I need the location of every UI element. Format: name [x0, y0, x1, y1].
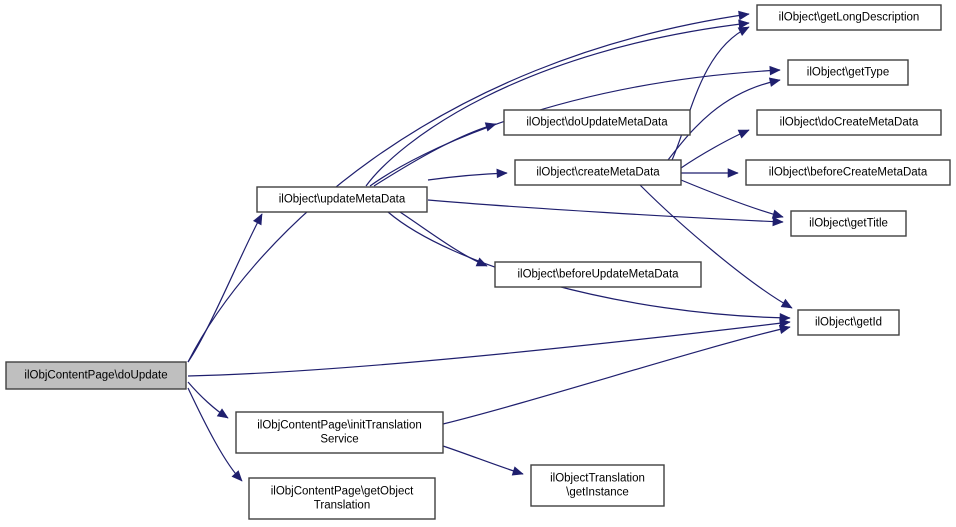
- edge-createMetaData-to-getLongDescription: [671, 26, 750, 161]
- arrow-head-icon: [231, 470, 243, 482]
- arrow-head-icon: [511, 466, 524, 476]
- arrow-head-icon: [252, 213, 263, 226]
- node-getLongDescription[interactable]: ilObject\getLongDescription: [756, 4, 942, 31]
- node-doUpdate[interactable]: ilObjContentPage\doUpdate: [5, 361, 187, 390]
- arrow-head-icon: [768, 77, 781, 87]
- edge-updateMetaData-to-createMetaData: [427, 168, 508, 181]
- node-box-getTitle[interactable]: [790, 210, 907, 237]
- edge-createMetaData-to-getId: [639, 184, 793, 309]
- edge-updateMetaData-to-getTitle: [427, 199, 784, 227]
- node-box-doUpdate[interactable]: [5, 361, 187, 390]
- node-label-getTitle: ilObject\getTitle: [809, 218, 888, 230]
- arrow-head-icon: [496, 168, 508, 179]
- arrow-head-icon: [779, 313, 791, 323]
- node-box-beforeUpdateMetaData[interactable]: [494, 261, 702, 288]
- node-getTitle[interactable]: ilObject\getTitle: [790, 210, 907, 237]
- arrow-head-icon: [778, 324, 791, 335]
- edge-createMetaData-to-getType: [667, 77, 781, 161]
- edge-doUpdate-to-getObjectTranslation: [187, 387, 243, 482]
- node-label-initTranslationService: ilObjContentPage\initTranslation: [257, 420, 422, 432]
- node-label-doUpdateMetaData: ilObject\doUpdateMetaData: [526, 117, 668, 129]
- edge-doUpdate-to-updateMetaData: [187, 213, 263, 363]
- node-label-getType: ilObject\getType: [807, 67, 889, 79]
- arrow-head-icon: [772, 216, 784, 227]
- node-box-getInstance[interactable]: [530, 464, 665, 507]
- node-label-doUpdate: ilObjContentPage\doUpdate: [24, 370, 167, 382]
- edge-doUpdate-to-getLongDescription: [187, 10, 750, 363]
- node-getId[interactable]: ilObject\getId: [797, 309, 900, 336]
- edge-updateMetaData-to-getLongDescription: [365, 19, 750, 187]
- node-label-updateMetaData: ilObject\updateMetaData: [279, 194, 406, 206]
- node-box-getObjectTranslation[interactable]: [248, 477, 436, 520]
- node-getInstance[interactable]: ilObjectTranslation \getInstance: [530, 464, 665, 507]
- edge-updateMetaData-to-beforeUpdateMetaData: [399, 211, 488, 267]
- node-label-beforeUpdateMetaData: ilObject\beforeUpdateMetaData: [517, 269, 679, 281]
- edge-initTranslationService-to-getInstance: [442, 445, 524, 476]
- arrow-head-icon: [771, 209, 784, 219]
- edges-layer: [187, 10, 793, 482]
- edge-updateMetaData-to-doUpdateMetaData: [373, 122, 497, 187]
- node-getType[interactable]: ilObject\getType: [787, 59, 909, 86]
- node-box-doUpdateMetaData[interactable]: [503, 109, 691, 136]
- node-box-getType[interactable]: [787, 59, 909, 86]
- node-label-getInstance: \getInstance: [566, 487, 629, 499]
- node-updateMetaData[interactable]: ilObject\updateMetaData: [256, 186, 428, 213]
- node-label-getObjectTranslation: ilObjContentPage\getObject: [271, 486, 414, 498]
- edge-doUpdate-to-initTranslationService: [187, 381, 229, 419]
- arrow-head-icon: [484, 122, 497, 132]
- arrow-head-icon: [727, 168, 739, 178]
- edge-createMetaData-to-beforeCreateMetaData: [681, 168, 739, 178]
- node-beforeCreateMetaData[interactable]: ilObject\beforeCreateMetaData: [745, 159, 951, 186]
- arrow-head-icon: [737, 129, 750, 139]
- arrow-head-icon: [737, 26, 750, 36]
- node-box-getId[interactable]: [797, 309, 900, 336]
- node-label-initTranslationService: Service: [320, 434, 358, 446]
- arrow-head-icon: [780, 298, 793, 309]
- node-label-beforeCreateMetaData: ilObject\beforeCreateMetaData: [769, 167, 928, 179]
- arrow-head-icon: [738, 19, 750, 29]
- edge-initTranslationService-to-getId: [442, 324, 791, 425]
- node-box-beforeCreateMetaData[interactable]: [745, 159, 951, 186]
- node-beforeUpdateMetaData[interactable]: ilObject\beforeUpdateMetaData: [494, 261, 702, 288]
- node-label-createMetaData: ilObject\createMetaData: [536, 167, 660, 179]
- node-label-getId: ilObject\getId: [815, 317, 882, 329]
- edge-createMetaData-to-getTitle: [680, 179, 784, 219]
- nodes-layer: ilObjContentPage\doUpdate ilObject\update…: [5, 4, 951, 520]
- node-box-initTranslationService[interactable]: [235, 411, 444, 454]
- edge-doUpdate-to-getId: [187, 318, 791, 377]
- node-label-getObjectTranslation: Translation: [314, 500, 370, 512]
- node-createMetaData[interactable]: ilObject\createMetaData: [514, 159, 682, 186]
- arrow-head-icon: [738, 10, 750, 21]
- node-doUpdateMetaData[interactable]: ilObject\doUpdateMetaData: [503, 109, 691, 136]
- node-box-doCreateMetaData[interactable]: [756, 109, 942, 136]
- node-box-getLongDescription[interactable]: [756, 4, 942, 31]
- node-doCreateMetaData[interactable]: ilObject\doCreateMetaData: [756, 109, 942, 136]
- edge-createMetaData-to-doCreateMetaData: [680, 129, 750, 169]
- node-box-updateMetaData[interactable]: [256, 186, 428, 213]
- arrow-head-icon: [769, 65, 781, 76]
- node-label-getInstance: ilObjectTranslation: [550, 473, 645, 485]
- node-box-createMetaData[interactable]: [514, 159, 682, 186]
- node-label-doCreateMetaData: ilObject\doCreateMetaData: [780, 117, 919, 129]
- arrow-head-icon: [216, 408, 229, 419]
- node-label-getLongDescription: ilObject\getLongDescription: [779, 12, 920, 24]
